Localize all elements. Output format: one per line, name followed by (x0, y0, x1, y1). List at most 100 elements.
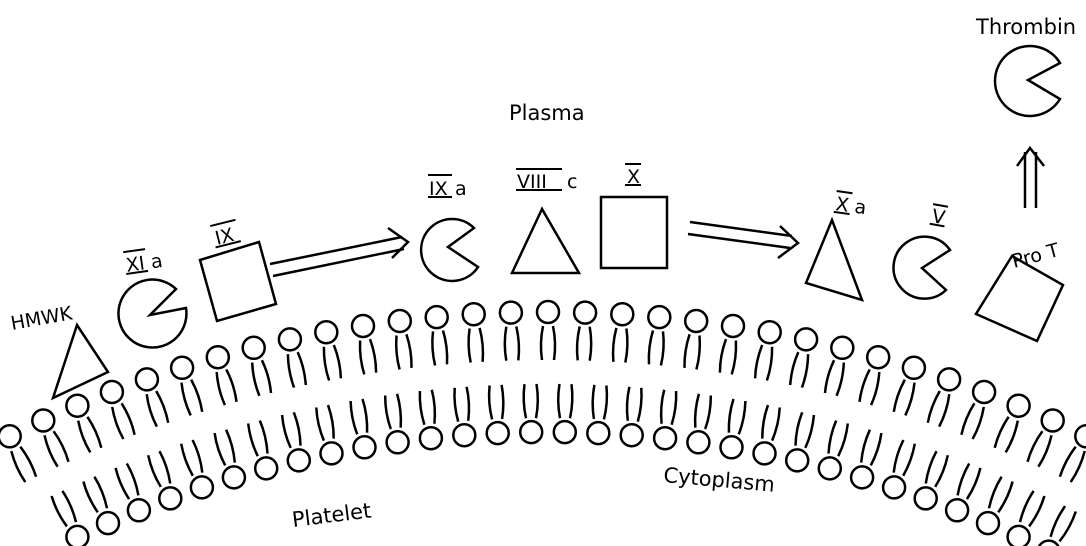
svg-text:IX: IX (213, 224, 236, 250)
platelet-label: Platelet (291, 498, 373, 532)
lipid-head-inner (587, 422, 609, 444)
xia-pacman (118, 280, 186, 348)
lipid-tail (54, 431, 69, 462)
lipid-tail (248, 424, 258, 457)
lipid-tail (905, 383, 914, 416)
lipid-tail (590, 327, 592, 361)
lipid-head-outer (903, 357, 925, 379)
lipid-head-inner (977, 512, 999, 534)
lipid-tail (928, 391, 940, 423)
lipid-head-outer (1075, 425, 1086, 447)
lipid-tail (739, 401, 746, 434)
lipid-tail (989, 477, 1002, 509)
lipid-tail (505, 327, 507, 361)
lipid-tail (502, 385, 504, 419)
lipid-head-inner (66, 526, 88, 546)
lipid-head-inner (255, 457, 277, 479)
lipid-tail (627, 387, 629, 421)
lipid-tail (613, 328, 616, 362)
lipid-tail (903, 444, 915, 476)
lipid-head-inner (487, 422, 509, 444)
xa-label: X a (833, 191, 868, 219)
lipid-head-inner (223, 466, 245, 488)
lipid-tail (160, 451, 171, 483)
lipid-tail (62, 491, 76, 522)
lipid-head-outer (136, 368, 158, 390)
activation-arrow-3 (1017, 148, 1044, 208)
lipid-head-inner (321, 442, 343, 464)
lipid-tail (1028, 431, 1043, 462)
lipid-tail (328, 405, 334, 439)
lipid-tail (406, 334, 411, 368)
lipid-tail (684, 334, 689, 368)
lipid-head-inner (1038, 541, 1060, 546)
lipid-tail (467, 387, 469, 421)
lipid-tail (1029, 496, 1044, 526)
svg-text:a: a (149, 250, 164, 273)
lipid-tail (961, 403, 974, 435)
lipid-head-outer (463, 303, 485, 325)
lipid-tail (45, 435, 58, 466)
lipid-tail (294, 412, 301, 445)
lipid-tail (995, 417, 1009, 448)
lipid-head-outer (938, 368, 960, 390)
hmwk-triangle (53, 325, 108, 398)
lipid-tail (767, 347, 772, 381)
lipid-head-outer (389, 310, 411, 332)
lipid-tail (732, 341, 736, 375)
lipid-tail (661, 331, 664, 365)
lipid-tail (577, 326, 580, 360)
svg-text:XI: XI (125, 252, 147, 276)
lipid-head-inner (191, 476, 213, 498)
lipid-tail (570, 384, 572, 418)
lipid-head-inner (819, 457, 841, 479)
lipid-head-outer (685, 310, 707, 332)
lipid-tail (385, 396, 391, 430)
lipid-tail (480, 328, 483, 362)
lipid-tail (432, 390, 435, 424)
lipid-tail (397, 394, 401, 428)
lipid-tail (181, 444, 193, 476)
lipid-tail (11, 451, 25, 482)
viiic-label: VIII c (516, 169, 577, 193)
lipid-head-inner (288, 449, 310, 471)
lipid-tail (217, 372, 225, 405)
hmwk-label: HMWK (9, 302, 74, 335)
lipid-head-outer (1042, 410, 1064, 432)
lipid-tail (871, 433, 882, 465)
lipid-tail (558, 384, 560, 418)
lipid-tail (696, 336, 699, 370)
lipid-tail (226, 369, 236, 402)
lipid-tail (420, 391, 425, 425)
lipid-tail (282, 415, 291, 448)
lipid-tail (396, 336, 399, 370)
lipid-tail (260, 421, 268, 454)
lipid-head-outer (352, 315, 374, 337)
lipid-tail (541, 326, 543, 360)
lipid-tail (672, 391, 677, 425)
lipid-head-inner (946, 499, 968, 521)
lipid-tail (469, 329, 471, 363)
svg-text:a: a (455, 178, 467, 200)
lipid-tail (536, 384, 538, 418)
lipid-head-inner (687, 431, 709, 453)
lipid-head-inner (915, 487, 937, 509)
lipid-head-inner (786, 449, 808, 471)
lipid-tail (894, 380, 905, 412)
lipid-head-inner (554, 421, 576, 443)
lipid-tail (370, 339, 376, 373)
lipid-tail (829, 421, 837, 454)
svg-text:a: a (853, 196, 868, 219)
lipid-head-inner (453, 424, 475, 446)
lipid-tail (796, 412, 803, 445)
lipid-tail (191, 380, 202, 412)
thrombin-label: Thrombin (975, 15, 1076, 39)
lipid-head-inner (387, 431, 409, 453)
svg-text:IX: IX (429, 178, 448, 200)
lipid-tail (182, 383, 191, 416)
lipid-tail (729, 399, 734, 433)
cytoplasm-label: Cytoplasm (663, 463, 776, 497)
lipid-tail (454, 388, 458, 422)
